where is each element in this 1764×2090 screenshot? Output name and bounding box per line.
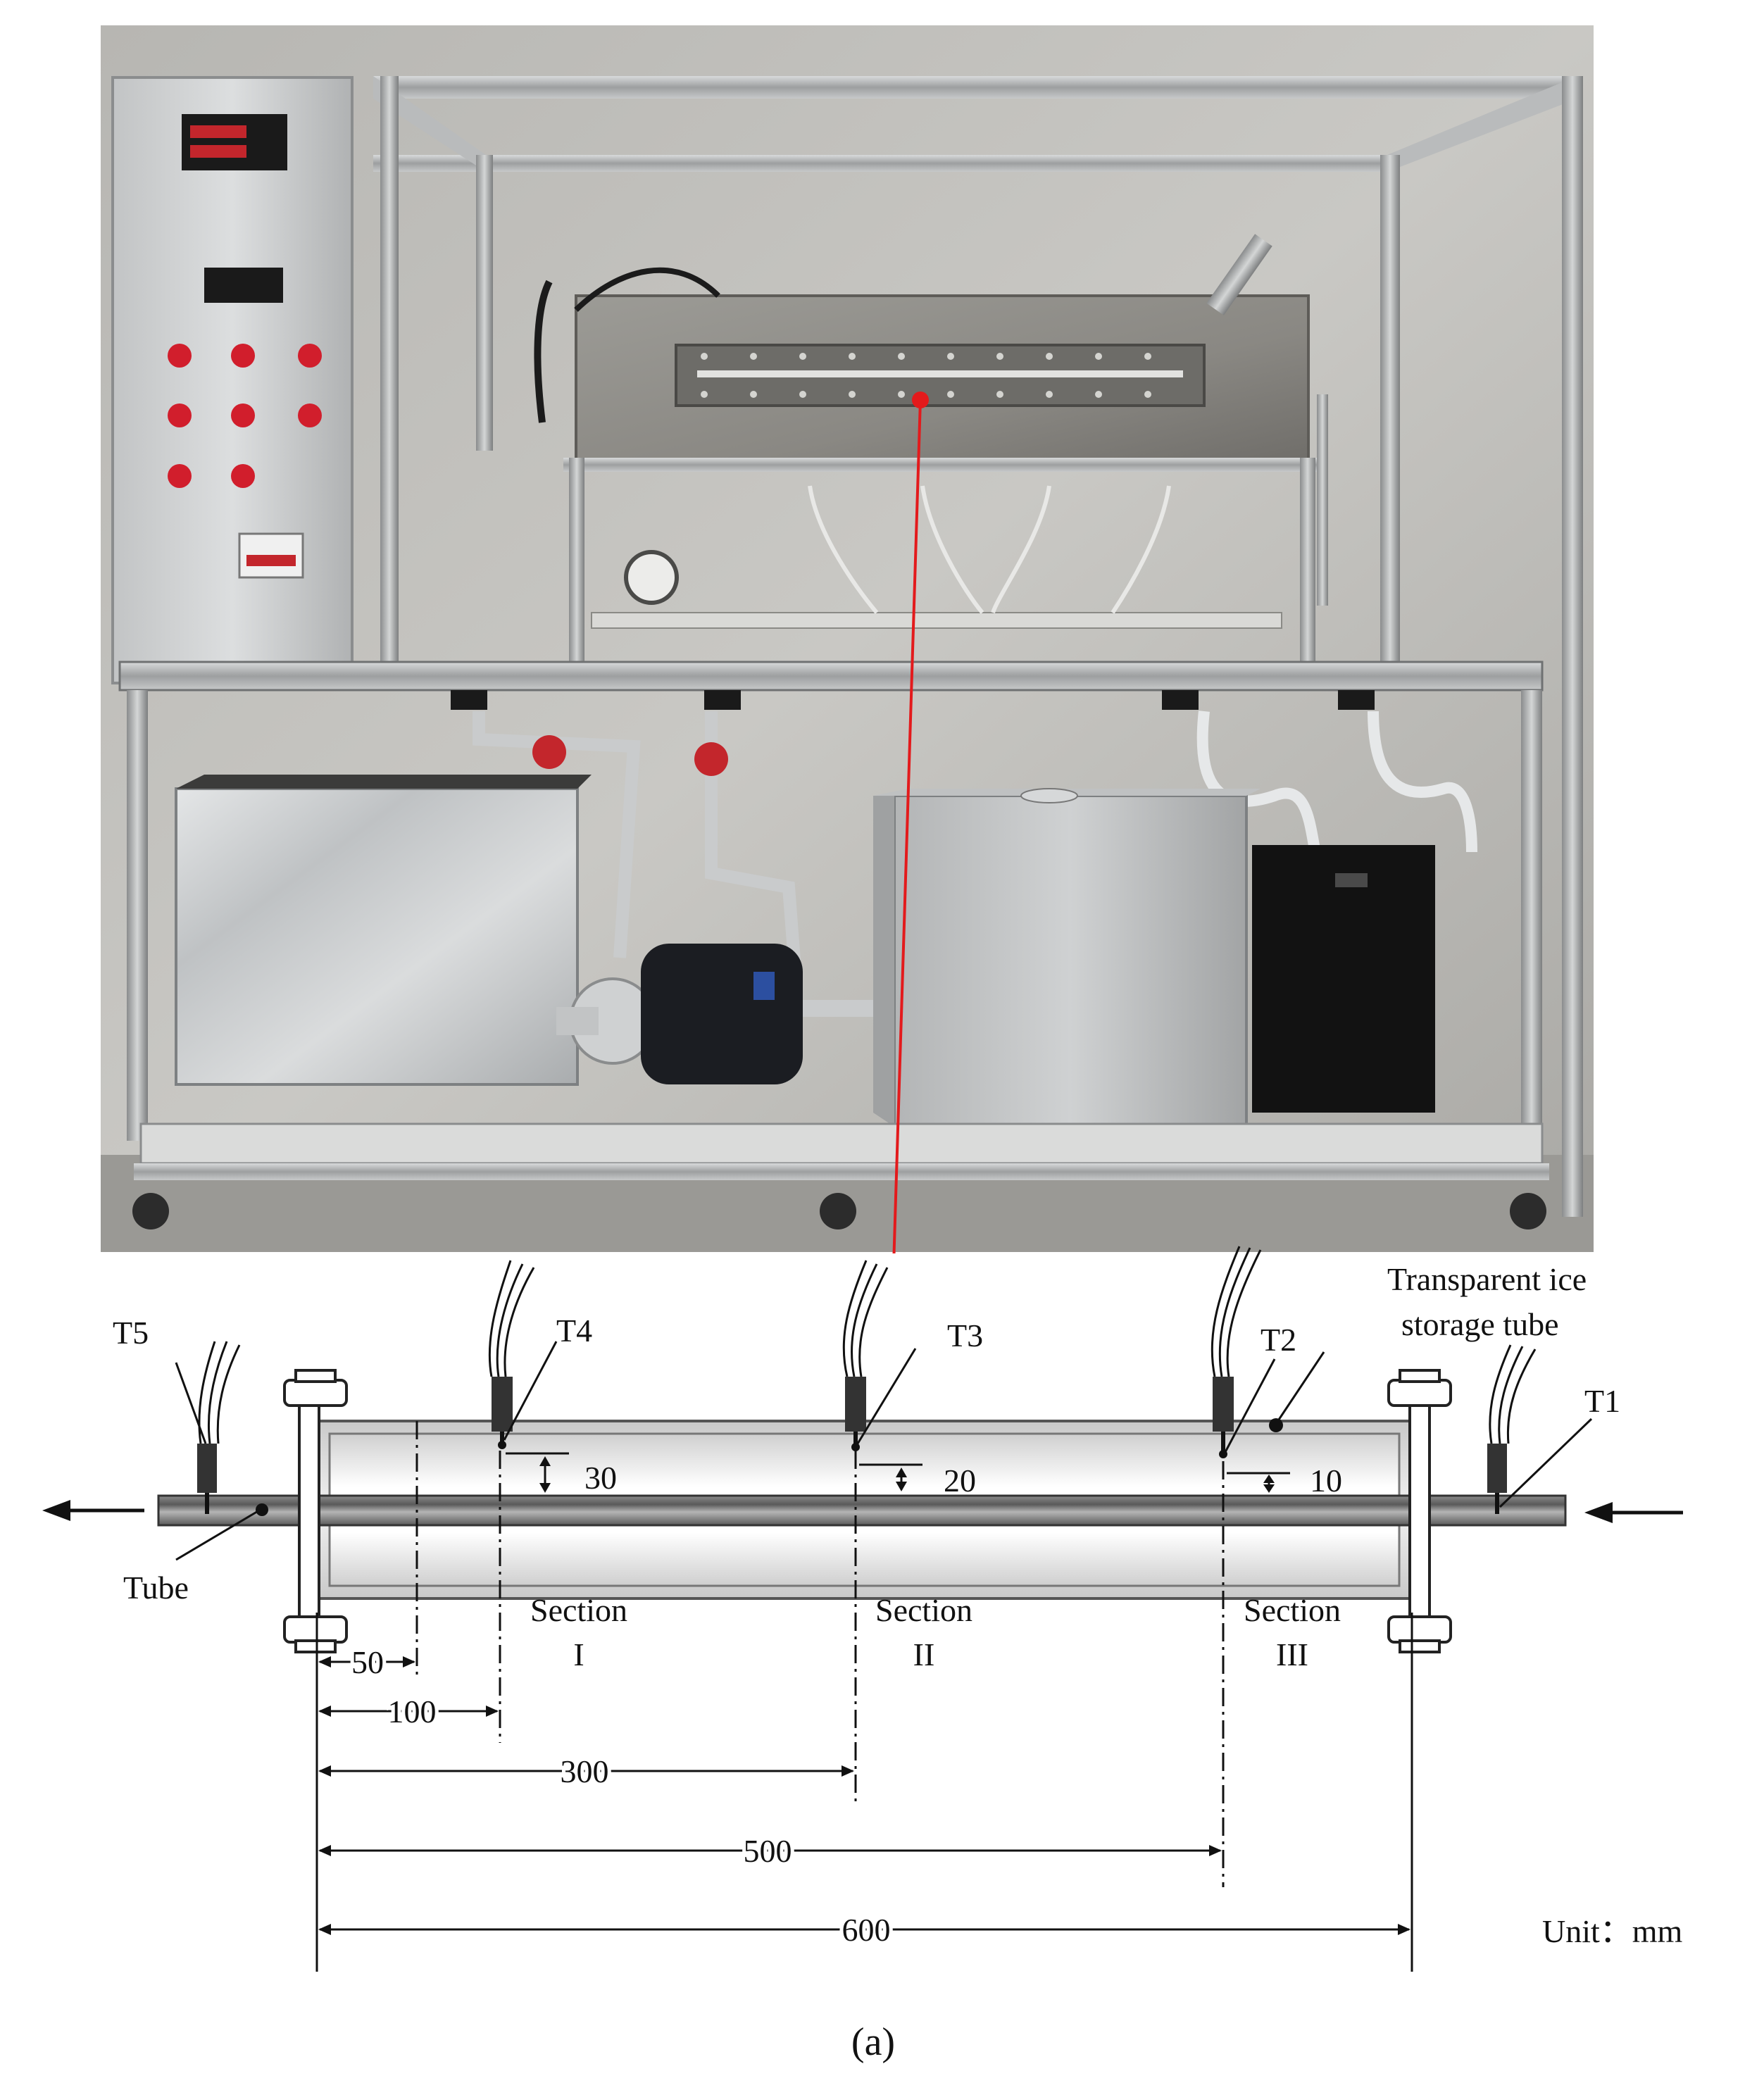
highlight-connector xyxy=(892,399,922,1253)
dimension-lines xyxy=(315,1613,1413,1972)
dim-50: 50 xyxy=(351,1644,384,1680)
section-2-word: Section xyxy=(875,1592,972,1628)
caster-wheels xyxy=(132,1193,1546,1229)
leader-lines xyxy=(175,1341,1593,1561)
centerlines xyxy=(415,1421,1225,1887)
label-t2: T2 xyxy=(1261,1322,1296,1358)
inner-tube xyxy=(157,1494,1567,1527)
dim-300: 300 xyxy=(561,1753,609,1789)
inner-tube-marker xyxy=(256,1503,268,1516)
thermocouple-t3 xyxy=(842,1260,889,1451)
upper-frame xyxy=(373,76,1583,1217)
valve-handle-right xyxy=(694,742,728,776)
section-1-word: Section xyxy=(530,1592,627,1628)
thermocouple-t4 xyxy=(488,1260,535,1449)
chiller-unit xyxy=(1252,845,1435,1113)
thermocouple-t5 xyxy=(197,1341,241,1514)
label-transparent-tube-2: storage tube xyxy=(1401,1306,1559,1342)
middle-shelf xyxy=(118,661,1544,692)
label-t1: T1 xyxy=(1584,1383,1620,1419)
section-3-word: Section xyxy=(1244,1592,1341,1628)
label-transparent-tube-1: Transparent ice xyxy=(1387,1261,1587,1297)
label-t3: T3 xyxy=(947,1318,983,1353)
thermocouple-rail xyxy=(591,612,1282,629)
panel-buttons xyxy=(168,344,322,488)
apparatus-photo xyxy=(101,25,1594,1253)
label-gap-30: 30 xyxy=(584,1460,617,1496)
insulated-water-tank xyxy=(175,787,579,1086)
panel-label: (a) xyxy=(851,2020,895,2064)
label-t5: T5 xyxy=(113,1315,149,1351)
section-2-numeral: II xyxy=(913,1637,935,1672)
flow-display xyxy=(204,268,283,303)
flow-arrow-out xyxy=(42,1500,144,1521)
dim-600: 600 xyxy=(842,1912,891,1948)
unit-label: Unit：mm xyxy=(1542,1913,1683,1949)
section-1-numeral: I xyxy=(573,1637,584,1672)
label-gap-20: 20 xyxy=(944,1463,976,1498)
temperature-display xyxy=(182,114,287,170)
section-3-numeral: III xyxy=(1276,1637,1308,1672)
dim-500: 500 xyxy=(744,1833,792,1869)
valve-handle-left xyxy=(532,735,566,769)
right-flange xyxy=(1387,1369,1452,1653)
flow-arrow-in xyxy=(1584,1502,1683,1523)
left-flange xyxy=(283,1369,348,1653)
control-panel xyxy=(111,76,354,684)
label-gap-10: 10 xyxy=(1310,1463,1342,1498)
circulation-pump xyxy=(556,944,887,1084)
test-section-housing xyxy=(534,234,1328,662)
valves-and-pipes xyxy=(451,690,1477,980)
outer-tube-marker xyxy=(1269,1418,1283,1432)
thermocouple-t1 xyxy=(1487,1344,1537,1514)
depth-markers xyxy=(506,1452,1290,1493)
thermocouple-t2 xyxy=(1211,1246,1262,1458)
dim-100: 100 xyxy=(388,1694,437,1729)
label-tube: Tube xyxy=(123,1570,189,1606)
label-t4: T4 xyxy=(556,1313,592,1349)
flowmeter xyxy=(624,550,679,605)
